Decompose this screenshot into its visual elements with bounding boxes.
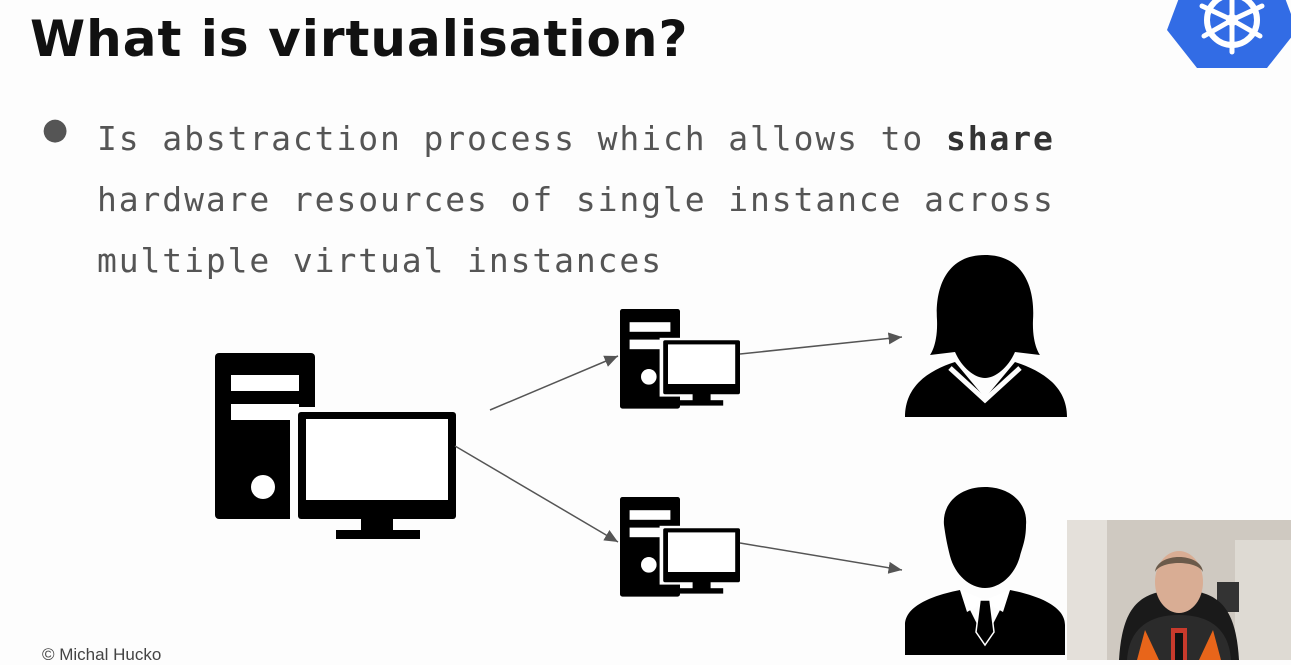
arrow: [489, 355, 619, 411]
woman-user-icon: [905, 255, 1067, 417]
bullet-text-after: hardware resources of single instance ac…: [97, 180, 1055, 280]
host-computer-icon: [215, 353, 464, 539]
arrow: [739, 332, 903, 355]
bullet-text-bold: share: [945, 119, 1055, 158]
bullet-dot: ●: [42, 112, 69, 147]
presenter-webcam: [1067, 520, 1291, 660]
arrow: [739, 542, 903, 574]
slide-title: What is virtualisation?: [30, 10, 689, 68]
virtual-computer-icon: [620, 497, 744, 597]
arrow: [454, 445, 619, 543]
kubernetes-logo-icon: [1167, 0, 1291, 68]
bullet-text-before: Is abstraction process which allows to: [97, 119, 946, 158]
man-user-icon: [905, 487, 1065, 655]
virtual-computer-icon: [620, 309, 744, 409]
bullet-text: Is abstraction process which allows to s…: [97, 108, 1207, 291]
copyright-text: © Michal Hucko: [42, 645, 162, 664]
